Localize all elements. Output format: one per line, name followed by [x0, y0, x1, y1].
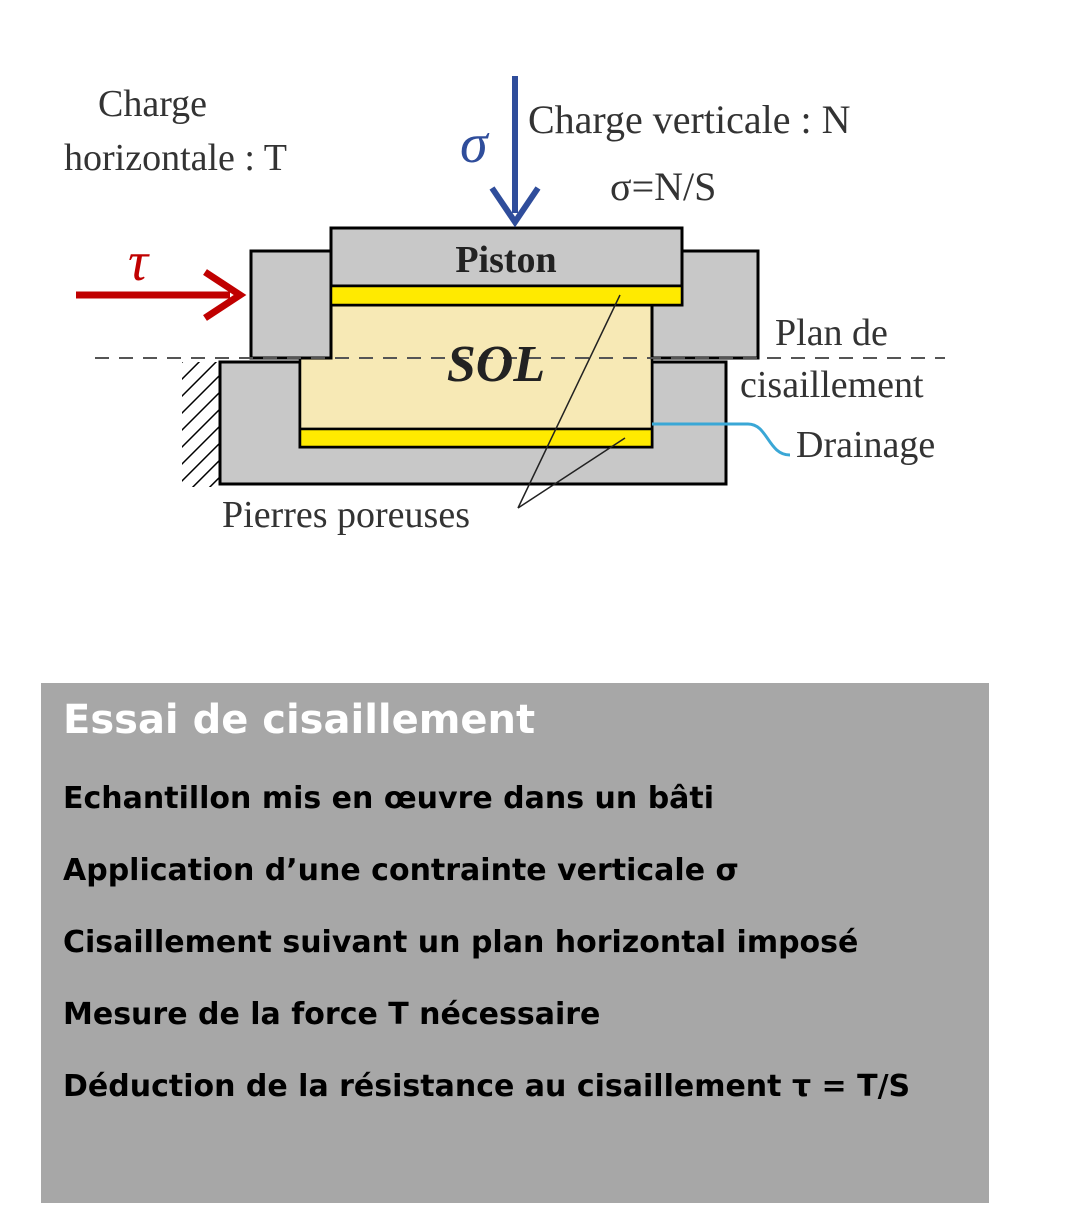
shear-plane-label-line1: Plan de	[775, 312, 888, 354]
panel-list-item: Déduction de la résistance au cisailleme…	[63, 1069, 911, 1104]
panel-list: Echantillon mis en œuvre dans un bâti Ap…	[63, 779, 910, 1139]
tau-arrow-head	[203, 269, 247, 321]
shear-plane-label-line2: cisaillement	[740, 364, 924, 406]
bottom-porous-stone	[298, 427, 654, 449]
panel-list-item: Mesure de la force T nécessaire	[63, 997, 601, 1032]
panel-list-item: Application d’une contrainte verticale σ	[63, 853, 739, 888]
tau-symbol: τ	[128, 231, 150, 293]
panel-list-item: Cisaillement suivant un plan horizontal …	[63, 925, 859, 960]
panel-title: Essai de cisaillement	[63, 697, 536, 743]
drainage-tube	[652, 422, 791, 457]
fixed-support-hatching	[182, 362, 220, 487]
info-panel: Essai de cisaillement Echantillon mis en…	[41, 683, 989, 1203]
vertical-load-label: Charge verticale : N	[528, 97, 850, 142]
sigma-arrow-head	[489, 186, 541, 228]
horizontal-load-label-line2: horizontale : T	[64, 137, 287, 179]
top-porous-stone	[329, 284, 684, 307]
shear-box-diagram: Charge horizontale : T τ σ Charge vertic…	[64, 76, 945, 536]
porous-stone-leader-bottom	[517, 437, 626, 509]
sigma-formula-label: σ=N/S	[610, 164, 716, 209]
sigma-symbol: σ	[460, 113, 490, 175]
horizontal-load-label-line1: Charge	[98, 83, 207, 125]
panel-list-item: Echantillon mis en œuvre dans un bâti	[63, 781, 715, 816]
drainage-label: Drainage	[796, 424, 935, 466]
soil-sample	[298, 303, 654, 431]
porous-stones-label: Pierres poreuses	[222, 494, 470, 536]
piston-label: Piston	[455, 239, 556, 281]
soil-label: SOL	[447, 336, 545, 393]
porous-stone-leader-top	[517, 294, 621, 509]
